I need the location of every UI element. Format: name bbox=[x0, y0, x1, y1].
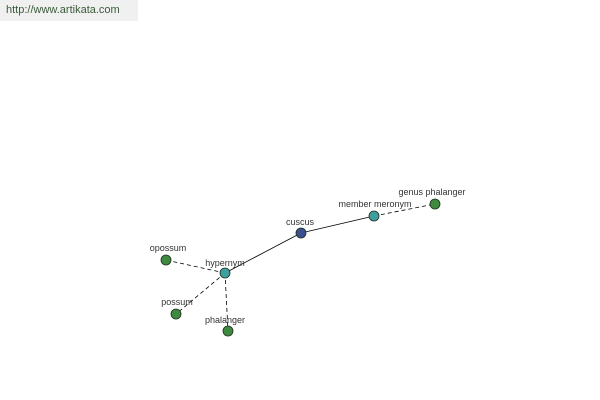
graph-nodes: cuscus member meronym genus phalanger hyper… bbox=[150, 187, 466, 337]
node-circle-hypernym[interactable] bbox=[219, 267, 231, 279]
node-label-cuscus: cuscus bbox=[286, 217, 315, 227]
node-opossum[interactable]: opossum bbox=[150, 243, 187, 266]
node-circle-genus-phalanger[interactable] bbox=[429, 198, 441, 210]
edge-hypernym-opossum bbox=[165, 259, 226, 274]
node-cuscus[interactable]: cuscus bbox=[286, 217, 315, 239]
edge-hypernym-phalanger bbox=[224, 272, 229, 332]
node-member-meronym[interactable]: member meronym bbox=[338, 199, 412, 222]
graph-edges bbox=[165, 203, 436, 332]
node-label-possum: possum bbox=[161, 297, 193, 307]
node-possum[interactable]: possum bbox=[161, 297, 193, 320]
node-hypernym[interactable]: hypernym bbox=[205, 258, 245, 279]
edge-member-meronym-genus-phalanger bbox=[373, 203, 436, 217]
edge-cuscus-member-meronym bbox=[300, 215, 375, 234]
node-phalanger[interactable]: phalanger bbox=[205, 315, 245, 337]
node-genus-phalanger[interactable]: genus phalanger bbox=[398, 187, 466, 210]
node-circle-possum[interactable] bbox=[170, 308, 182, 320]
node-label-hypernym: hypernym bbox=[205, 258, 245, 268]
watermark-url: http://www.artikata.com bbox=[0, 0, 138, 21]
node-label-phalanger: phalanger bbox=[205, 315, 245, 325]
edge-cuscus-hypernym bbox=[224, 232, 302, 274]
node-label-genus-phalanger: genus phalanger bbox=[398, 187, 465, 197]
node-circle-cuscus[interactable] bbox=[295, 227, 307, 239]
node-circle-opossum[interactable] bbox=[160, 254, 172, 266]
node-circle-phalanger[interactable] bbox=[222, 325, 234, 337]
node-circle-member-meronym[interactable] bbox=[368, 210, 380, 222]
node-label-opossum: opossum bbox=[150, 243, 187, 253]
edge-hypernym-possum bbox=[175, 272, 226, 315]
node-label-member-meronym: member meronym bbox=[338, 199, 411, 209]
